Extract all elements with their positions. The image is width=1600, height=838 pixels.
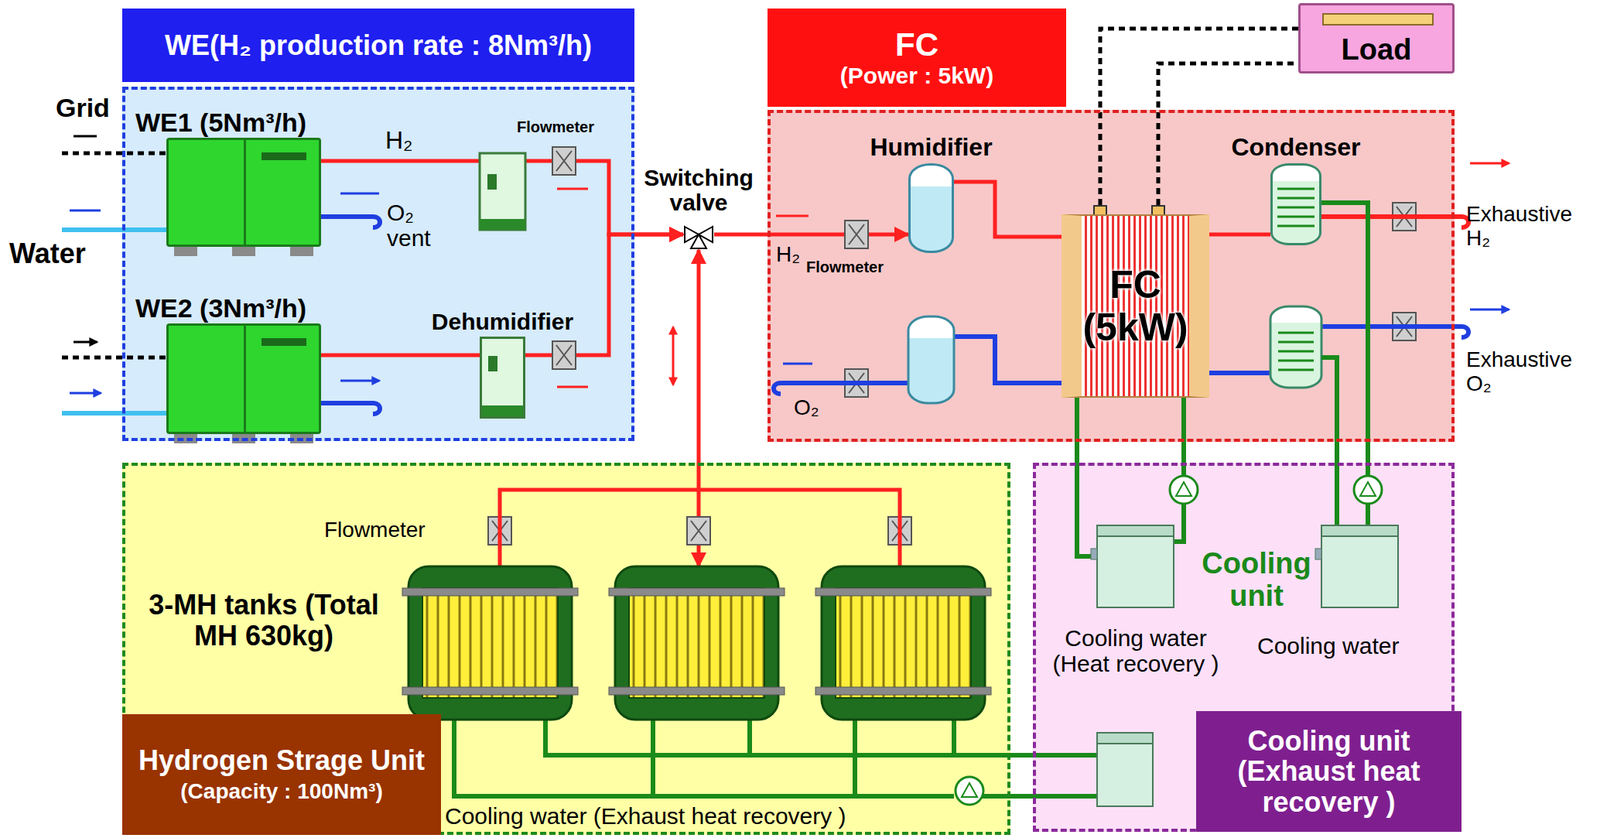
switching-valve: Switching valve <box>683 218 715 250</box>
drawing-path <box>1277 188 1315 226</box>
load-box: Load <box>1298 3 1455 74</box>
label: Exhaustive H₂ <box>1466 202 1594 251</box>
decoration <box>1322 13 1434 26</box>
electrolyzer: WE2 (3Nm³/h) <box>166 323 322 435</box>
decoration <box>488 355 498 372</box>
drawing-use <box>1169 475 1198 504</box>
node-text: WE2 (3Nm³/h) <box>135 294 307 323</box>
drawing-use <box>844 220 869 249</box>
drawing-rect <box>1270 306 1322 388</box>
drawing-svg <box>1272 165 1320 243</box>
dehumidifier-top <box>479 153 526 230</box>
drawing-path <box>340 193 380 381</box>
drawing-rect <box>487 174 497 190</box>
label: Cooling water <box>1257 632 1399 659</box>
drawing-path <box>321 216 380 414</box>
hydrogen-pipe <box>321 353 480 358</box>
manifold <box>499 489 900 567</box>
drawing-path <box>684 226 713 249</box>
drawing-rect <box>290 246 314 257</box>
label: Grid <box>55 93 110 123</box>
electrolyzer: WE1 (5Nm³/h) <box>166 137 322 247</box>
hydrogen-pipe <box>714 232 909 237</box>
region-panel: FC(Power : 5kW) Humidifier FC (5kW) Condens… <box>767 8 1455 442</box>
humidifier: Humidifier <box>908 163 954 253</box>
node-text: Dehumidifier <box>431 308 574 335</box>
node-text: Hydrogen Strage Unit <box>138 745 425 777</box>
node-text: Load <box>1341 34 1412 67</box>
region-panel: WE(H₂ production rate : 8Nm³/h) WE1 (5Nm³… <box>122 8 635 442</box>
label: Exhaustive O₂ <box>1466 348 1594 397</box>
drawing-rect <box>232 246 256 257</box>
hydrogen-pipe <box>953 181 1062 237</box>
decoration <box>243 325 247 432</box>
exhaust-line <box>1321 216 1469 228</box>
node-text: WE1 (5Nm³/h) <box>135 108 307 137</box>
drawing-use <box>687 516 711 545</box>
decoration: WE(H₂ production rate : 8Nm³/h) <box>122 8 635 83</box>
drawing-rect <box>174 246 198 257</box>
condenser-lower <box>1270 306 1322 388</box>
decoration <box>243 140 247 245</box>
drawing-rect <box>1097 732 1153 744</box>
node-text: Humidifier <box>869 133 992 161</box>
humidifier-lower <box>908 316 954 404</box>
decoration <box>482 405 524 417</box>
node-text: WE(H₂ production rate : 8Nm³/h) <box>157 30 600 62</box>
node-text: 3-MH tanks (Total MH 630kg) <box>128 589 400 651</box>
drawing-svg <box>683 218 715 250</box>
node-text: Cooling unit (Exhaust heat recovery ) <box>1199 725 1459 818</box>
label: H₂ <box>776 242 800 267</box>
drawing-use <box>955 776 984 805</box>
decoration: Cooling unit (Exhaust heat recovery ) <box>1196 711 1462 832</box>
decoration: Hydrogen Strage Unit(Capacity : 100Nm³) <box>122 714 442 835</box>
label: Flowmeter <box>806 258 884 276</box>
drawing-use <box>552 341 576 370</box>
drawing-use <box>402 566 578 720</box>
hydrogen-pipe <box>1209 232 1271 237</box>
flowmeters <box>488 147 1416 545</box>
drawing-path <box>672 327 675 385</box>
node-text: FC <box>895 27 939 63</box>
hydrogen-pipe <box>525 234 684 356</box>
node-text: Condenser <box>1230 133 1361 161</box>
node-text: FC (5kW) <box>1081 263 1190 349</box>
tank-group: 3-MH tanks (Total MH 630kg) <box>408 566 985 720</box>
decoration <box>261 338 307 346</box>
label: O₂ vent <box>386 199 449 251</box>
decoration: FC(Power : 5kW) <box>767 8 1067 107</box>
mh-tanks <box>402 566 992 720</box>
region-panel: Hydrogen Strage Unit(Capacity : 100Nm³)3… <box>122 462 1011 835</box>
cooling-pipes <box>454 202 1368 797</box>
drawing-rect <box>479 218 526 230</box>
drawing-use <box>1353 475 1382 504</box>
drawing-path <box>545 719 1098 756</box>
node-text: (Power : 5kW) <box>840 62 994 89</box>
label: O₂ <box>793 396 820 421</box>
node-text: (Capacity : 100Nm³) <box>180 779 383 804</box>
drawing-rect <box>1097 732 1153 807</box>
power-line <box>1100 28 1299 206</box>
drawing-path <box>1278 332 1314 370</box>
node-text: Switching valve <box>629 165 769 215</box>
drawing-path <box>454 719 1098 797</box>
decoration <box>261 152 307 161</box>
fuel-cell-stack: FC (5kW) <box>1061 214 1210 398</box>
label: Flowmeter <box>516 118 595 136</box>
label: H₂ <box>385 126 414 154</box>
label: Water <box>9 238 86 270</box>
label: Flowmeter <box>324 518 426 543</box>
label: Cooling unit <box>1191 547 1322 613</box>
condenser: Condenser <box>1270 163 1322 246</box>
label: Cooling water (Exhaust heat recovery ) <box>444 803 847 829</box>
drawing-use <box>608 566 785 720</box>
drawing-use <box>1315 525 1399 608</box>
drawing-use <box>552 147 576 175</box>
drawing-rect <box>479 153 526 230</box>
label: Cooling water (Heat recovery ) <box>1035 625 1237 677</box>
drawing-use <box>1090 525 1174 608</box>
dehumidifier: Dehumidifier <box>479 336 526 419</box>
drawing-use <box>815 566 992 720</box>
